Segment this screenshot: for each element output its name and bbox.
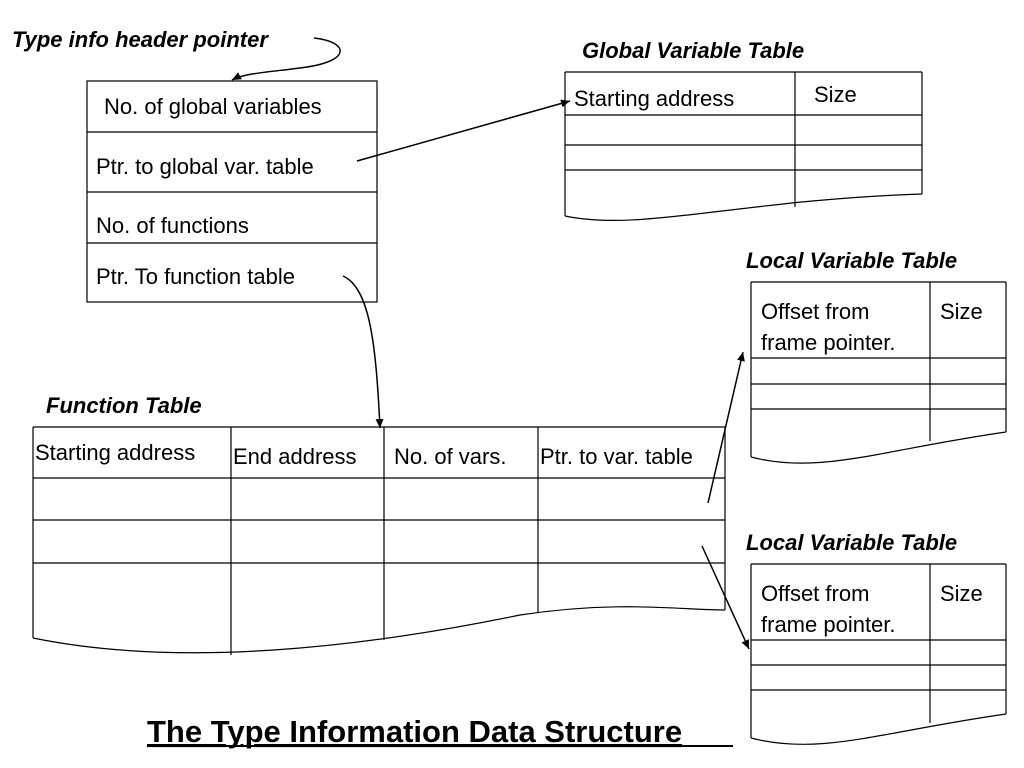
field-ptr-global-table: Ptr. to global var. table [96, 154, 314, 179]
global-variable-table: Global Variable Table Starting address S… [564, 38, 923, 222]
local-table-2-torn-edge [750, 713, 1007, 745]
field-num-functions: No. of functions [96, 213, 249, 238]
local-table-1-title: Local Variable Table [746, 248, 957, 273]
local-1-col-size: Size [940, 299, 983, 324]
function-table: Function Table Starting address End addr… [32, 393, 726, 655]
global-table-pointer-arrow [356, 99, 571, 162]
function-table-torn-edge [32, 606, 726, 654]
local-1-col-offset-line2: frame pointer. [761, 330, 896, 355]
header-pointer-arrow [231, 37, 341, 81]
local-2-col-offset-line2: frame pointer. [761, 612, 896, 637]
header-pointer-label: Type info header pointer [12, 27, 269, 52]
func-col-num-vars: No. of vars. [394, 444, 506, 469]
local-2-col-offset-line1: Offset from [761, 581, 869, 606]
function-table-title: Function Table [46, 393, 202, 418]
local-table-2-title: Local Variable Table [746, 530, 957, 555]
local-variable-table-2: Local Variable Table Offset from frame p… [746, 530, 1007, 745]
local-1-col-offset-line1: Offset from [761, 299, 869, 324]
func-col-ptr-var-table: Ptr. to var. table [540, 444, 693, 469]
header-block: No. of global variables Ptr. to global v… [86, 80, 378, 303]
func-col-end-address: End address [233, 444, 357, 469]
local-variable-table-1: Local Variable Table Offset from frame p… [746, 248, 1007, 464]
func-col-starting-address: Starting address [35, 440, 195, 465]
local-table-2-pointer-arrow [701, 545, 750, 650]
local-table-1-pointer-arrow [707, 351, 745, 504]
global-table-torn-edge [564, 193, 923, 222]
global-col-size: Size [814, 82, 857, 107]
main-title: The Type Information Data Structure [147, 714, 682, 749]
global-col-starting-address: Starting address [574, 86, 734, 111]
local-table-1-torn-edge [750, 431, 1007, 464]
field-ptr-function-table: Ptr. To function table [96, 264, 295, 289]
global-table-title: Global Variable Table [582, 38, 804, 63]
field-num-globals: No. of global variables [104, 94, 322, 119]
local-2-col-size: Size [940, 581, 983, 606]
function-table-pointer-arrow [342, 275, 384, 429]
